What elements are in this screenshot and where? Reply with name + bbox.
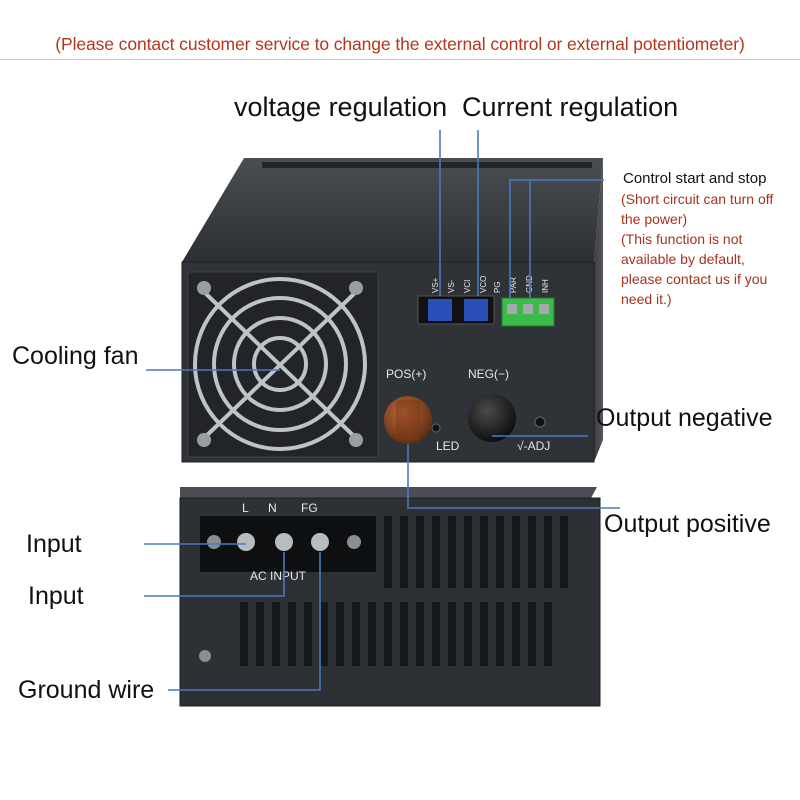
output-positive-label: Output positive xyxy=(604,510,771,538)
control-note-line: (This function is not xyxy=(621,231,743,247)
control-note-line: need it.) xyxy=(621,291,672,307)
input-label-1: Input xyxy=(26,530,82,558)
pin-label: INH xyxy=(541,279,550,293)
pin-label: VCI xyxy=(463,280,472,293)
input-label-2: Input xyxy=(28,582,84,610)
control-start-stop-label: Control start and stop xyxy=(623,170,767,187)
control-note-line: available by default, xyxy=(621,251,745,267)
output-negative-label: Output negative xyxy=(596,404,773,432)
lower-top-face xyxy=(180,487,597,500)
control-leader xyxy=(509,179,604,298)
control-note-line: (Short circuit can turn off xyxy=(621,191,774,207)
input-2-leader xyxy=(144,552,285,597)
ground-wire-leader xyxy=(168,552,321,691)
ground-wire-label: Ground wire xyxy=(18,676,155,704)
upper-vent-holes xyxy=(262,162,592,168)
pin-label: VS+ xyxy=(431,277,440,293)
header-banner: (Please contact customer service to chan… xyxy=(0,0,800,60)
pin-label: VS- xyxy=(447,279,456,293)
negative-output-knob xyxy=(468,394,516,442)
ac-input-label: AC INPUT xyxy=(250,569,307,583)
led-label: LED xyxy=(436,439,460,453)
neg-label: NEG(−) xyxy=(468,367,509,381)
led-indicator xyxy=(431,423,441,433)
pin-label: VCO xyxy=(479,276,488,293)
potentiometer-block xyxy=(417,295,495,325)
control-terminal-block xyxy=(501,297,555,327)
upper-top-face xyxy=(182,158,603,262)
current-regulation-label: Current regulation xyxy=(462,92,679,122)
lower-vent-slots xyxy=(240,516,568,666)
output-positive-leader xyxy=(407,444,620,509)
vadj-label: √-ADJ xyxy=(517,439,550,453)
pin-label: PAR xyxy=(509,277,518,293)
voltage-regulation-label: voltage regulation xyxy=(234,92,448,122)
banner-divider xyxy=(0,59,800,60)
terminal-l-label: L xyxy=(242,501,249,515)
upper-side-face xyxy=(594,158,603,462)
banner-notice: (Please contact customer service to chan… xyxy=(55,34,745,54)
terminal-fg-label: FG xyxy=(301,501,318,515)
cooling-fan-grill xyxy=(187,271,379,458)
pin-label: PG xyxy=(493,281,502,293)
pos-label: POS(+) xyxy=(386,367,426,381)
control-note-line: please contact us if you xyxy=(621,271,768,287)
leader-lines xyxy=(144,130,620,691)
vadj-trimmer xyxy=(534,416,546,428)
control-note-line: the power) xyxy=(621,211,688,227)
terminal-n-label: N xyxy=(268,501,277,515)
cooling-fan-label: Cooling fan xyxy=(12,342,139,370)
control-note: (Short circuit can turn off the power) (… xyxy=(621,189,773,309)
